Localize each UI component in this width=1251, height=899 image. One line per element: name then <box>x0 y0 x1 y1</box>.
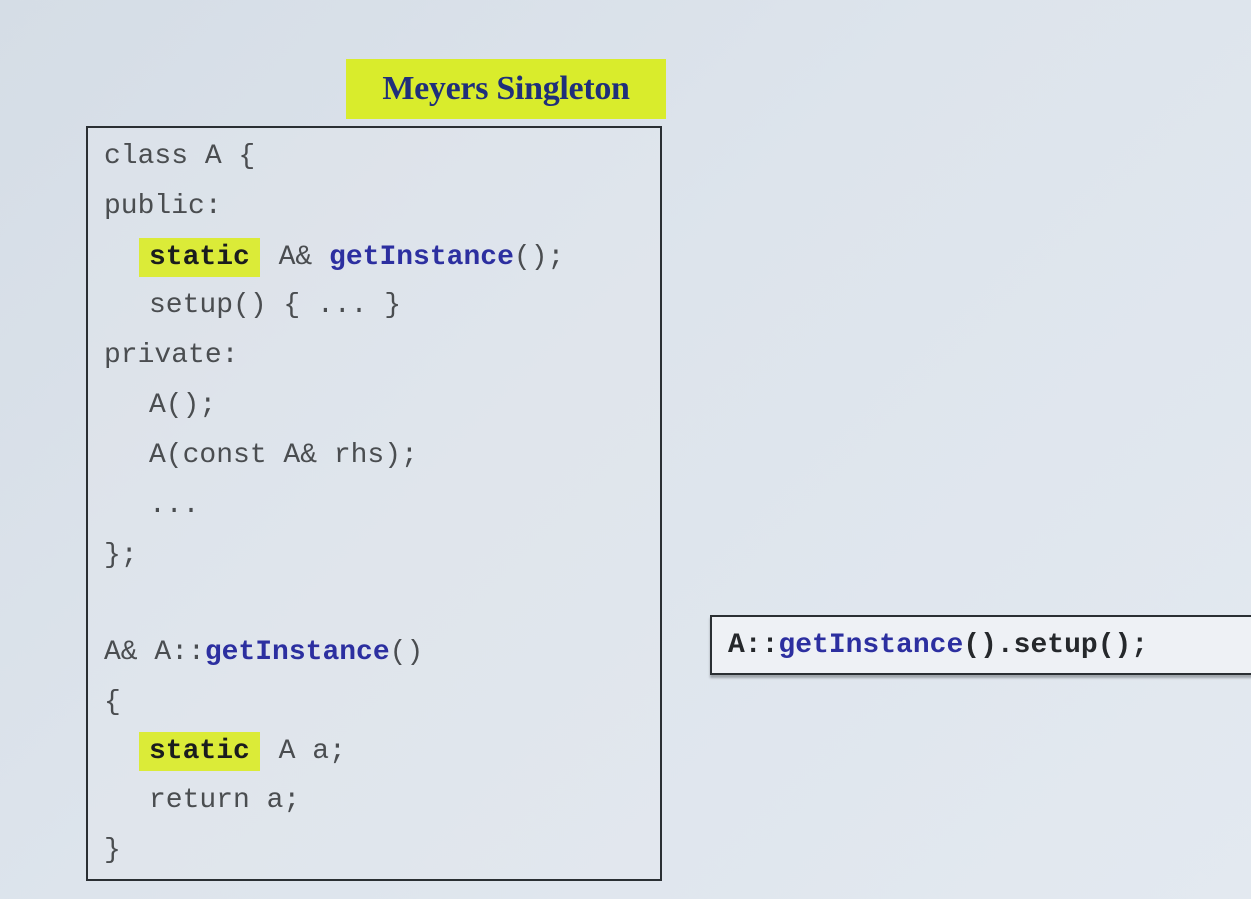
class-code-box: class A { public: static A& getInstance(… <box>86 126 662 881</box>
code-line-constructor: A(); <box>149 390 217 421</box>
code-line-ellipsis: ... <box>149 490 200 521</box>
usage-code-box: A::getInstance().setup(); <box>710 615 1251 675</box>
code-line-return: return a; <box>149 785 301 816</box>
usage-setup-call: ().setup(); <box>963 630 1149 661</box>
code-line-open-brace: { <box>104 687 121 718</box>
static-local-rest: A a; <box>261 736 346 767</box>
code-line-getinstance-decl: static A& getInstance(); <box>139 238 565 278</box>
usage-getinstance: getInstance <box>778 630 964 661</box>
code-line-class-decl: class A { <box>104 141 256 172</box>
return-type-text: A& <box>261 242 330 273</box>
slide-title: Meyers Singleton <box>382 70 630 107</box>
code-line-static-local: static A a; <box>139 732 346 772</box>
scope-text: A& A:: <box>104 637 205 668</box>
code-line-copy-constructor: A(const A& rhs); <box>149 440 418 471</box>
code-line-close-brace: } <box>104 835 121 866</box>
code-line-getinstance-def: A& A::getInstance() <box>104 633 423 673</box>
slide-title-highlight: Meyers Singleton <box>346 59 666 119</box>
getinstance-def-name: getInstance <box>204 637 390 668</box>
paren-text: (); <box>513 242 565 273</box>
static-keyword-highlight: static <box>139 238 260 277</box>
code-line-public: public: <box>104 191 222 222</box>
code-line-private: private: <box>104 340 239 371</box>
code-line-class-end: }; <box>104 540 138 571</box>
usage-code-line: A::getInstance().setup(); <box>728 626 1148 666</box>
def-paren-text: () <box>389 637 424 668</box>
code-line-setup: setup() { ... } <box>149 290 402 321</box>
getinstance-name: getInstance <box>329 242 514 273</box>
usage-scope: A:: <box>728 630 779 661</box>
static-local-keyword-highlight: static <box>139 732 260 771</box>
